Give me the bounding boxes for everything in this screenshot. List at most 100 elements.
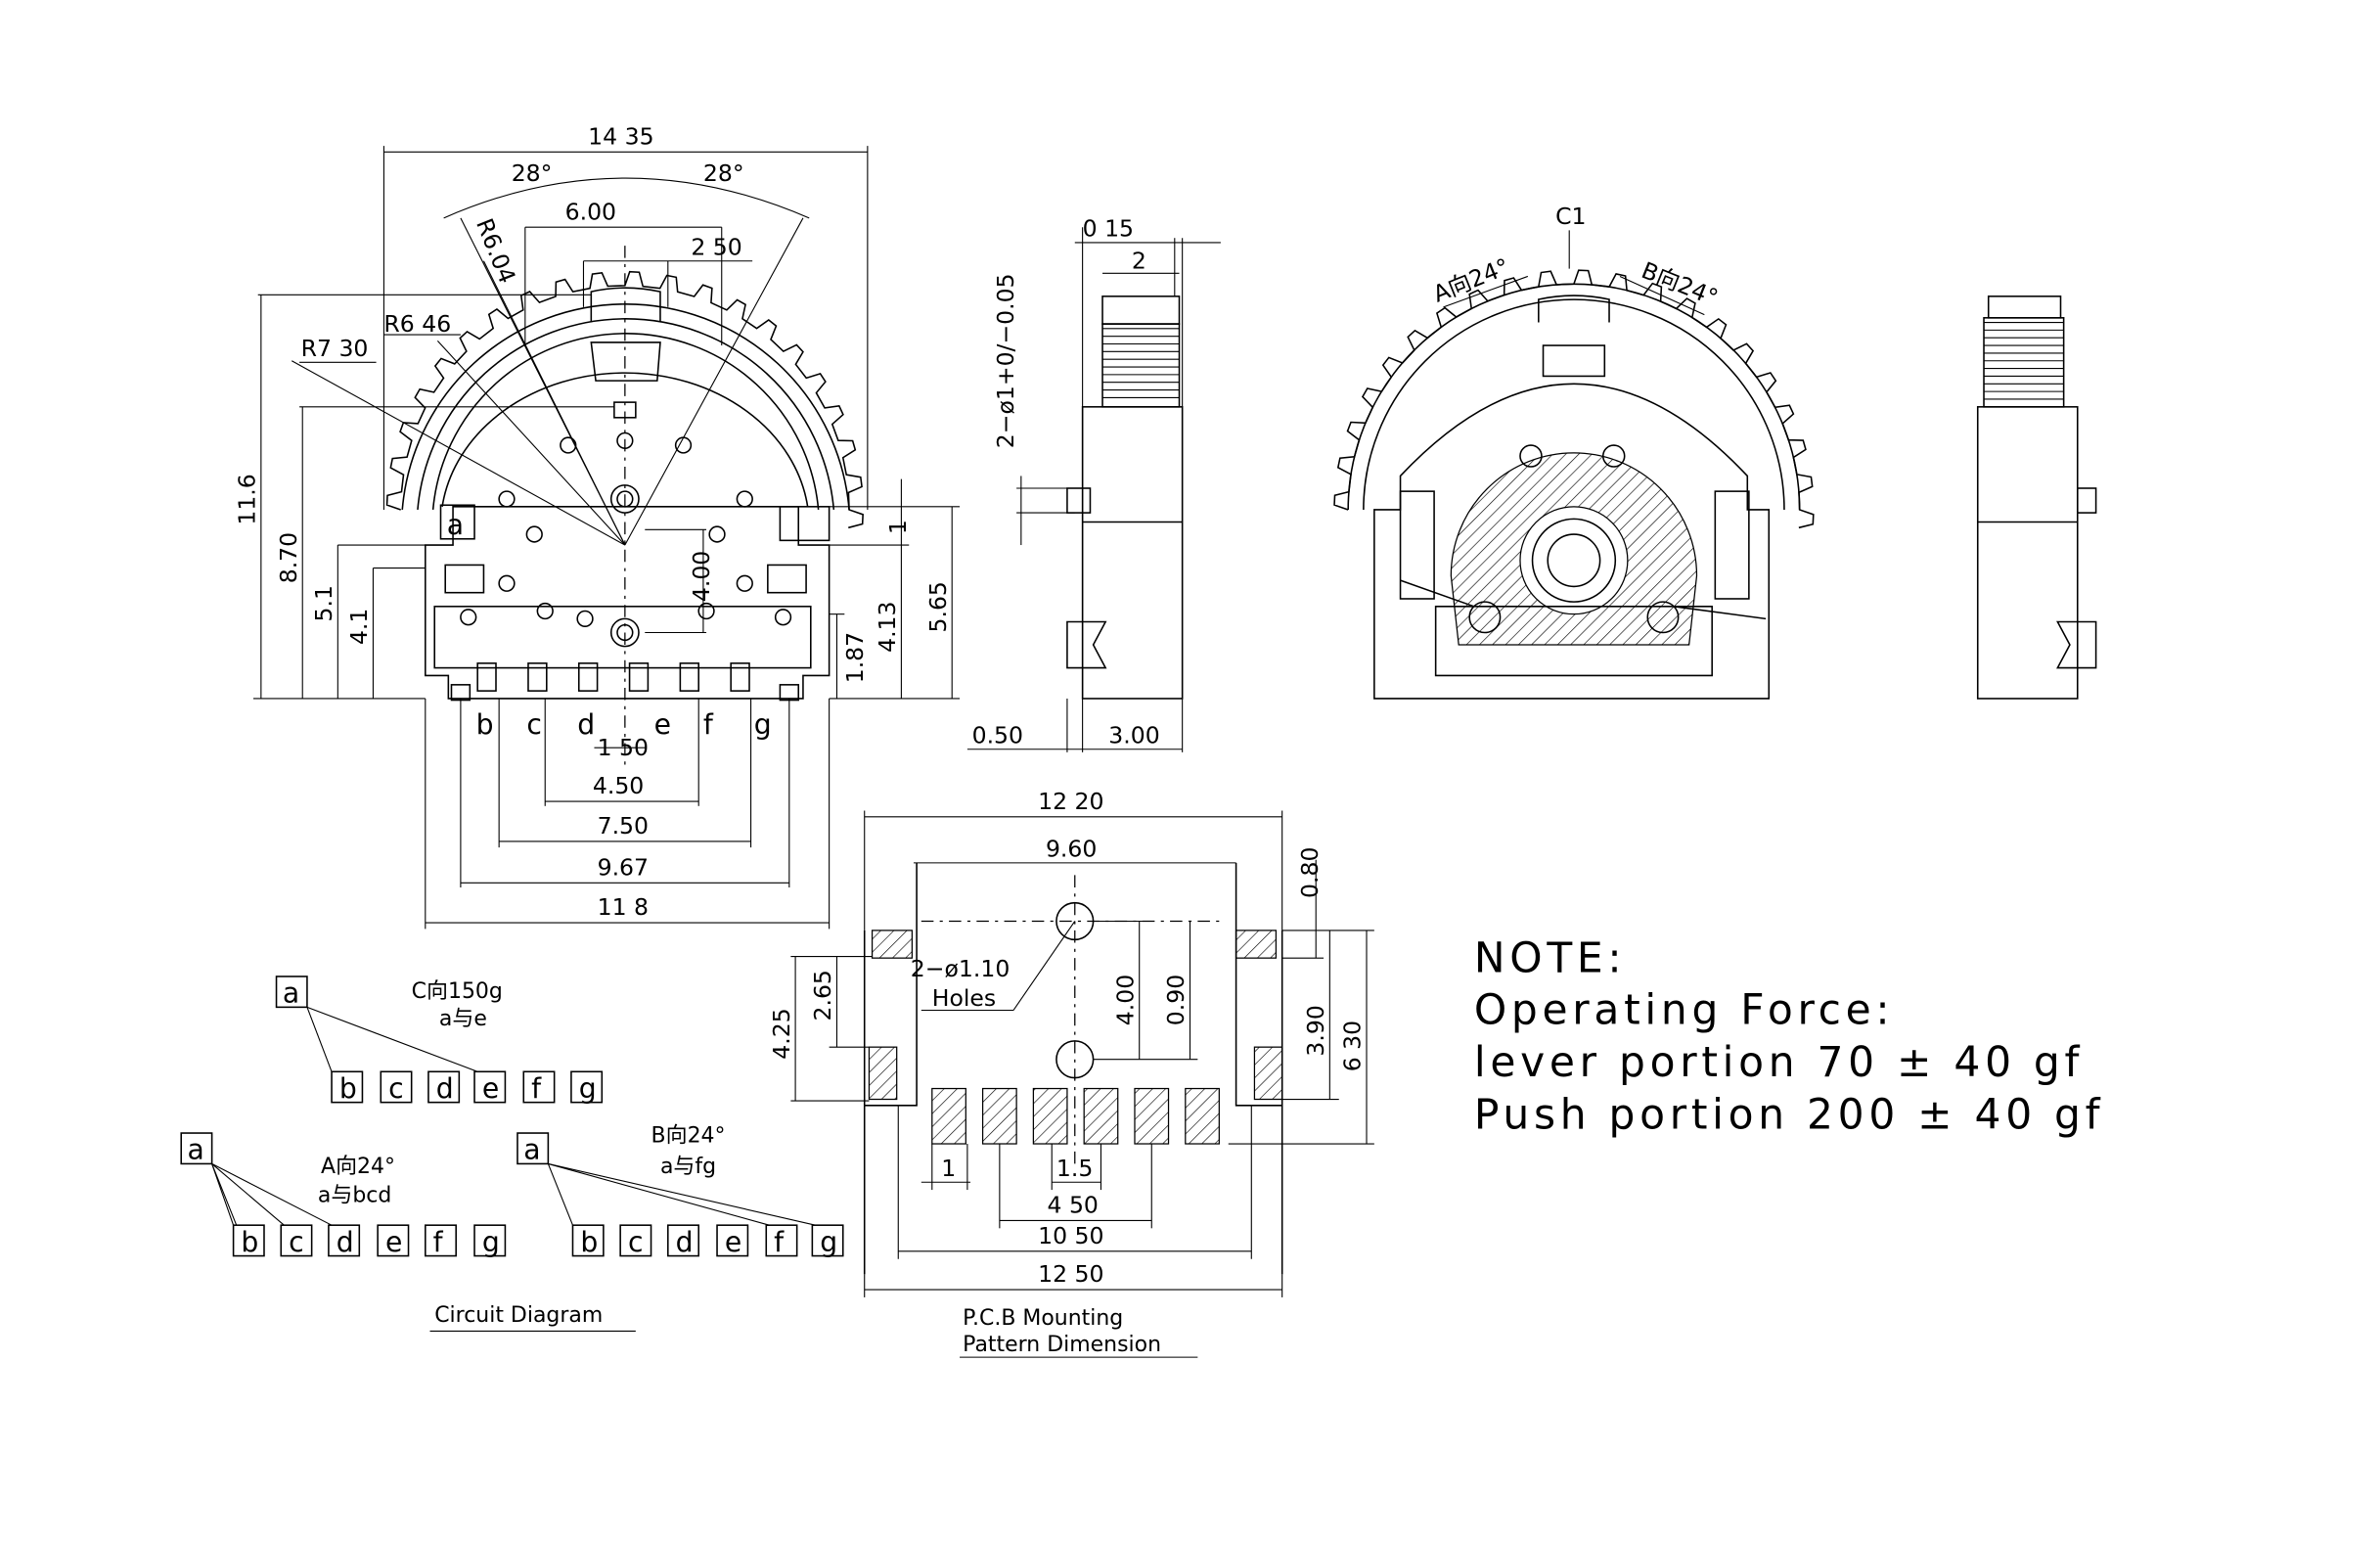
pin-d: d bbox=[577, 708, 595, 741]
pin-box bbox=[425, 1224, 457, 1257]
front-pin-terminals bbox=[450, 662, 800, 702]
pcb-pad-right bbox=[1253, 1046, 1283, 1101]
right-tab bbox=[779, 506, 831, 542]
circuit-2-conn: a与bcd bbox=[318, 1184, 391, 1208]
side-view: 0 15 2 2−ø1+0/−0.05 0.50 3.00 bbox=[966, 215, 1221, 752]
dim-pcb-hole-spacing: 4.00 bbox=[1111, 975, 1139, 1025]
connection-line bbox=[211, 1163, 238, 1226]
back-body bbox=[1373, 383, 1771, 700]
dim-height-2: 8.70 bbox=[275, 532, 302, 583]
pcb-pad bbox=[1134, 1087, 1170, 1145]
front-body bbox=[425, 506, 831, 700]
dim-span-4: 11 8 bbox=[598, 893, 649, 921]
terminal-a-box bbox=[439, 504, 475, 540]
pcb-pad bbox=[1083, 1087, 1119, 1145]
left-slot bbox=[444, 564, 485, 594]
pin-box-label: f bbox=[433, 1226, 444, 1258]
back-center-label: C1 bbox=[1555, 203, 1586, 230]
dim-side-depth: 3.00 bbox=[1108, 721, 1159, 749]
pin-box-label: d bbox=[337, 1226, 354, 1258]
pin-b: b bbox=[476, 708, 494, 741]
pcb-pad bbox=[1032, 1087, 1068, 1145]
pin-box bbox=[427, 1070, 461, 1104]
pin-box-label: e bbox=[725, 1226, 741, 1258]
note-heading: NOTE: bbox=[1474, 933, 1627, 981]
dim-lever-width: 6.00 bbox=[565, 198, 616, 225]
pin-box bbox=[619, 1224, 652, 1257]
dim-height-4: 4.1 bbox=[345, 609, 373, 645]
contact-dots bbox=[460, 431, 792, 627]
pin-c: c bbox=[526, 708, 542, 741]
pin-box bbox=[716, 1224, 749, 1257]
dim-pitch: 1 50 bbox=[598, 734, 649, 761]
pcb-pad bbox=[931, 1087, 966, 1145]
dim-span-3: 9.67 bbox=[598, 853, 649, 881]
dim-pcb-width-top: 12 20 bbox=[1038, 788, 1103, 815]
dim-pcb-width-bottom: 12 50 bbox=[1038, 1260, 1103, 1288]
pin-box-label: c bbox=[388, 1072, 404, 1105]
dim-right-height-2: 4.13 bbox=[874, 601, 901, 652]
pin-box bbox=[667, 1224, 699, 1257]
dim-span-1: 4.50 bbox=[593, 772, 644, 799]
dim-pcb-right-2: 6 30 bbox=[1339, 1021, 1367, 1071]
pin-terminal bbox=[628, 662, 650, 692]
back-contact-ring bbox=[1450, 452, 1698, 646]
circuit-2-dir: A向24° bbox=[321, 1155, 395, 1179]
pin-box-label: f bbox=[531, 1072, 542, 1105]
pin-terminal bbox=[679, 662, 699, 692]
front-dimension-lines bbox=[252, 146, 961, 930]
pin-tab-right bbox=[779, 684, 800, 702]
side-body bbox=[1081, 406, 1184, 700]
connection-line bbox=[548, 1162, 816, 1226]
pin-box-label: c bbox=[289, 1226, 304, 1258]
pin-box-label: e bbox=[385, 1226, 402, 1258]
circuit-3-conn: a与fg bbox=[660, 1155, 716, 1179]
dim-pcb-pad-width: 1 bbox=[941, 1155, 956, 1182]
pin-box bbox=[328, 1224, 361, 1257]
inner-disc bbox=[441, 372, 809, 507]
dim-right-height-1: 5.65 bbox=[924, 581, 952, 632]
side-pin-top bbox=[1066, 487, 1092, 514]
pin-box bbox=[380, 1070, 413, 1104]
pin-box bbox=[571, 1224, 605, 1257]
dim-span-2: 7.50 bbox=[598, 812, 649, 840]
dim-width-overall: 14 35 bbox=[588, 123, 653, 151]
pcb-dimension-lines bbox=[790, 810, 1374, 1297]
dim-pcb-left-2: 4.25 bbox=[768, 1008, 795, 1059]
dim-pcb-left-1: 2.65 bbox=[809, 970, 836, 1021]
note-operating-force: Operating Force: bbox=[1474, 986, 1895, 1034]
pcb-holes-spec: 2−ø1.10 bbox=[911, 955, 1010, 982]
dim-pcb-hole-offset: 0.90 bbox=[1162, 975, 1190, 1025]
dim-pcb-pitch: 1.5 bbox=[1056, 1155, 1093, 1182]
common-terminal-label: a bbox=[523, 1134, 540, 1166]
pin-box bbox=[473, 1070, 507, 1104]
pin-box bbox=[522, 1070, 556, 1104]
pin-box bbox=[473, 1224, 507, 1257]
pcb-caption-2: Pattern Dimension bbox=[963, 1333, 1161, 1357]
pin-box-label: g bbox=[482, 1226, 500, 1258]
lever-slot bbox=[590, 341, 661, 382]
pin-box-label: g bbox=[579, 1072, 597, 1105]
dim-pin-spec: 2−ø1+0/−0.05 bbox=[992, 273, 1019, 448]
dim-pcb-right-1: 3.90 bbox=[1302, 1005, 1329, 1056]
dim-side-top: 0 15 bbox=[1083, 215, 1134, 243]
pin-box-label: f bbox=[774, 1226, 785, 1258]
connection-line bbox=[548, 1162, 770, 1226]
common-terminal-box bbox=[516, 1132, 550, 1165]
front-gear-outline bbox=[385, 270, 864, 529]
dim-side-left: 0.50 bbox=[972, 721, 1023, 749]
circuit-1-dir: C向150g bbox=[412, 979, 503, 1004]
far-side-view bbox=[1976, 295, 2097, 700]
contact-area bbox=[433, 606, 812, 669]
dim-lever-offset: 2 50 bbox=[691, 233, 741, 260]
pin-box bbox=[331, 1070, 364, 1104]
dim-pcb-pad-span: 9.60 bbox=[1046, 836, 1097, 863]
pin-box-label: b bbox=[339, 1072, 357, 1105]
back-view: C1 A向24° B向24° bbox=[1333, 203, 1815, 700]
pin-box bbox=[765, 1224, 798, 1257]
dim-pcb-span-1: 4 50 bbox=[1048, 1192, 1099, 1219]
pin-box-label: c bbox=[628, 1226, 644, 1258]
common-terminal-label: a bbox=[283, 977, 299, 1010]
pin-e: e bbox=[654, 708, 671, 741]
